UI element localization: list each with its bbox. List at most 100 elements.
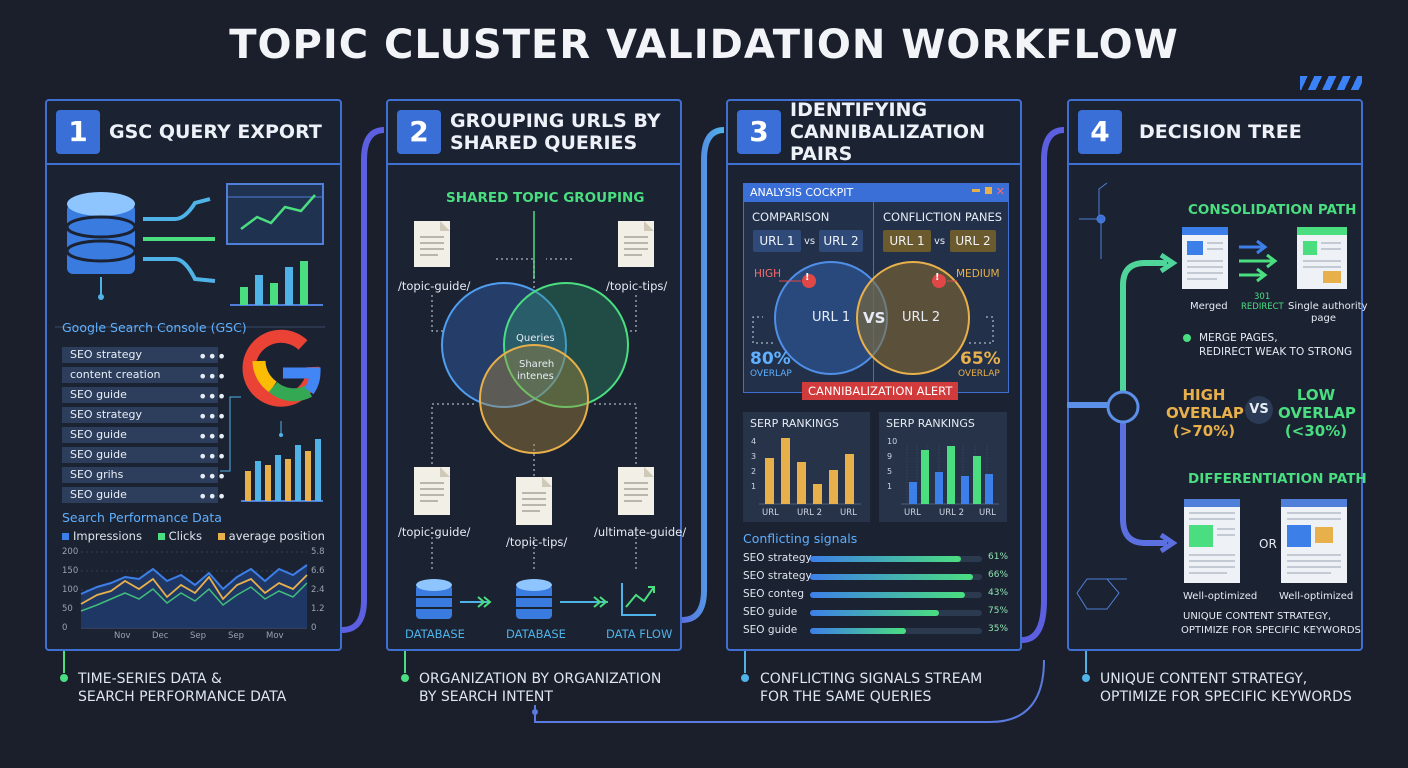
more-icon[interactable]: ••• — [198, 347, 227, 366]
high-label: HIGH — [754, 268, 782, 280]
signal-label: SEO guide — [743, 606, 798, 618]
flow-arrows — [143, 197, 216, 283]
caption-line: OPTIMIZE FOR SPECIFIC KEYWORDS — [1100, 689, 1352, 705]
doc-label: /topic-tips/ — [506, 535, 568, 549]
axis-tick: URL — [904, 508, 921, 518]
maximize-icon[interactable] — [985, 187, 992, 194]
more-icon[interactable]: ••• — [198, 447, 227, 466]
minimize-icon[interactable] — [972, 189, 980, 192]
panel-header: 4 DECISION TREE — [1069, 101, 1361, 165]
query-row[interactable]: SEO guide — [62, 447, 218, 463]
query-row[interactable]: SEO guide — [62, 387, 218, 403]
page-icon — [1182, 227, 1228, 289]
document-icon — [414, 221, 450, 267]
axis-tick: 50 — [62, 604, 73, 614]
single-authority-label: Single authority — [1288, 301, 1368, 312]
circuit-decoration — [1076, 182, 1127, 610]
caption-dot — [401, 674, 409, 682]
serp-title: SERP RANKINGS — [886, 417, 975, 430]
axis-tick: 0 — [311, 623, 317, 633]
caption-dot — [60, 674, 68, 682]
arrow-icon — [460, 596, 492, 608]
query-row[interactable]: SEO guide — [62, 427, 218, 443]
line-chart-icon — [226, 183, 324, 245]
url1-venn-label: URL 1 — [812, 310, 851, 325]
axis-tick: 200 — [62, 547, 79, 557]
query-row[interactable]: SEO guide — [62, 487, 218, 503]
venn-label: Shareh — [519, 359, 555, 370]
signal-bar — [810, 628, 907, 634]
flow-label: DATABASE — [506, 627, 566, 641]
axis-tick: 5 — [887, 467, 893, 476]
label-line: (<30%) — [1284, 422, 1348, 440]
axis-tick: 3 — [751, 452, 757, 461]
signal-track — [810, 592, 982, 598]
page-icon — [1281, 499, 1347, 583]
vs-venn-label: VS — [863, 309, 886, 327]
document-icon — [618, 221, 654, 267]
axis-tick: 9 — [887, 452, 893, 461]
bar-chart-icon — [230, 261, 323, 306]
query-row[interactable]: SEO grihs — [62, 467, 218, 483]
caption-line: UNIQUE CONTENT STRATEGY, — [1100, 671, 1308, 687]
signal-pct: 75% — [988, 606, 1009, 616]
page-icon — [1184, 499, 1240, 583]
signal-label: SEO conteg — [743, 588, 804, 600]
query-row[interactable]: content creation — [62, 367, 218, 383]
signal-label: SEO strategy — [743, 570, 812, 582]
decision-node — [1106, 390, 1140, 424]
feedback-line — [534, 659, 1045, 723]
url2-venn-label: URL 2 — [902, 310, 941, 325]
url1-box[interactable]: URL 1 — [753, 230, 801, 252]
caption-dot — [1082, 674, 1090, 682]
document-icon — [618, 467, 654, 515]
panel-title: DECISION TREE — [1139, 121, 1302, 143]
caption-line: BY SEARCH INTENT — [419, 689, 553, 705]
more-icon[interactable]: ••• — [198, 427, 227, 446]
close-icon[interactable]: ✕ — [995, 185, 1005, 198]
signal-label: SEO guide — [743, 624, 798, 636]
panel-title: GSC QUERY EXPORT — [109, 121, 322, 143]
label-line: OVERLAP — [1278, 404, 1356, 422]
confliction-label: CONFLICTION PANES — [883, 210, 1003, 224]
more-icon[interactable]: ••• — [198, 467, 227, 486]
more-icon[interactable]: ••• — [198, 387, 227, 406]
or-label: OR — [1259, 537, 1277, 551]
connector-1-2 — [341, 127, 385, 633]
more-icon[interactable]: ••• — [198, 407, 227, 426]
medium-label: MEDIUM — [956, 268, 1000, 280]
caption-dot — [741, 674, 749, 682]
merged-label: Merged — [1190, 301, 1228, 312]
signal-track — [810, 628, 982, 634]
unique-note: OPTIMIZE FOR SPECIFIC KEYWORDS — [1181, 625, 1361, 636]
perf-legend: Impressions Clicks average position — [62, 529, 325, 543]
legend-swatch-position — [217, 533, 225, 540]
well-optimized-label: Well-optimized — [1279, 591, 1354, 602]
axis-tick: URL — [762, 508, 779, 518]
page-icon — [1297, 227, 1347, 289]
step-number: 2 — [397, 110, 441, 154]
url2-box[interactable]: URL 2 — [950, 230, 996, 252]
axis-tick: 5.8 — [311, 547, 325, 557]
overlap-word: OVERLAP — [750, 369, 792, 379]
panel3-caption: CONFLICTING SIGNALS STREAM FOR THE SAME … — [760, 670, 982, 706]
panel4-caption: UNIQUE CONTENT STRATEGY, OPTIMIZE FOR SP… — [1100, 670, 1352, 706]
unique-note: UNIQUE CONTENT STRATEGY, — [1183, 611, 1331, 622]
doc-label: /topic-tips/ — [606, 279, 668, 293]
url1-box[interactable]: URL 1 — [883, 230, 931, 252]
overlap-left: 80% — [750, 349, 791, 369]
url2-box[interactable]: URL 2 — [819, 230, 863, 252]
axis-tick: 2.4 — [311, 585, 325, 595]
legend-clicks: Clicks — [168, 529, 203, 543]
connector-3-4 — [1021, 127, 1065, 643]
doc-label: /ultimate-guide/ — [594, 525, 687, 539]
signal-pct: 35% — [988, 624, 1009, 634]
more-icon[interactable]: ••• — [198, 367, 227, 386]
query-row[interactable]: SEO strategy — [62, 347, 218, 363]
query-row[interactable]: SEO strategy — [62, 407, 218, 423]
more-icon[interactable]: ••• — [198, 487, 227, 506]
document-icon — [414, 467, 450, 515]
single-authority-label: page — [1311, 313, 1336, 324]
